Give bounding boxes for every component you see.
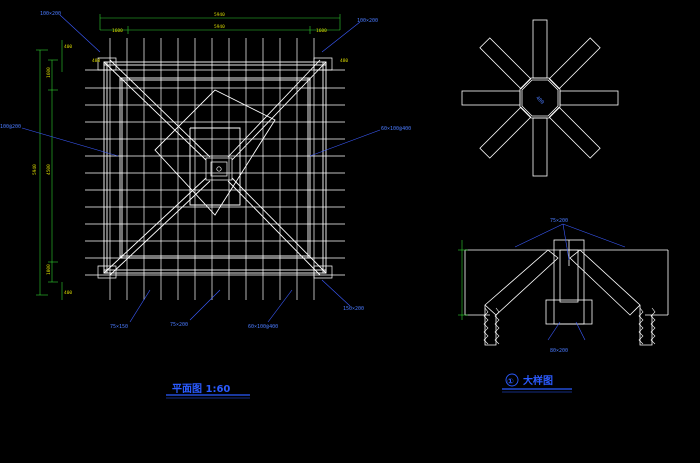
detail-center-label: 400	[534, 95, 545, 106]
label-bottom-right: 150×200	[343, 306, 364, 312]
plan-vertical-grid	[109, 38, 315, 300]
dim-side-inner: 4500	[46, 164, 52, 175]
dim-top-right-small: 1600	[316, 28, 327, 34]
detail-title: 大样图	[523, 374, 553, 387]
plan-main-beams	[103, 59, 327, 276]
label-left-mid: 100@200	[0, 124, 21, 130]
dim-tiny-a: 400	[64, 44, 72, 50]
label-bottom-mid2: 60×100@400	[248, 324, 278, 330]
plan-labels: 100×200 100×200 100@200 60×100@400 75×15…	[0, 11, 411, 330]
dim-side-top: 1600	[46, 67, 52, 78]
plan-title: 平面图 1:60	[172, 383, 230, 395]
detail-title-block: ① 大样图	[502, 373, 572, 393]
plan-dimension-lines	[36, 14, 341, 300]
detail-bottom-label: 80×200	[550, 348, 568, 354]
dim-tiny-b: 400	[64, 290, 72, 296]
dim-side-bottom: 1000	[46, 264, 52, 275]
dim-top-left-small: 1600	[112, 28, 123, 34]
label-bottom-mid: 75×200	[170, 322, 188, 328]
plan-center-post	[205, 157, 233, 181]
dim-side-total: 5940	[32, 164, 38, 175]
detail-section-dimlines	[458, 240, 468, 320]
dim-top-total: 5940	[214, 12, 225, 18]
detail-top-label: 75×200	[550, 218, 568, 224]
plan-corner-details	[97, 57, 333, 279]
detail-star-view: 400	[461, 19, 619, 177]
plan-dimension-text: 5940 5940 1600 1600 5940 4500 1600 1000 …	[32, 12, 348, 296]
detail-title-marker: ①	[507, 377, 514, 386]
dim-tiny-d: 480	[340, 58, 348, 64]
dim-top-inner: 5940	[214, 24, 225, 30]
detail-section-leaders	[514, 223, 626, 341]
label-bottom-left: 75×150	[110, 324, 128, 330]
plan-horizontal-grid	[85, 69, 345, 276]
plan-title-block: 平面图 1:60	[166, 383, 250, 399]
plan-leaders	[21, 14, 381, 323]
label-right-mid: 60×100@400	[381, 126, 411, 132]
plan-view	[85, 38, 345, 300]
label-top-right: 100×200	[357, 18, 378, 24]
detail-section-view	[464, 239, 669, 346]
label-top-left: 100×200	[40, 11, 61, 17]
detail-star-arms	[461, 19, 619, 177]
dim-tiny-c: 480	[92, 58, 100, 64]
